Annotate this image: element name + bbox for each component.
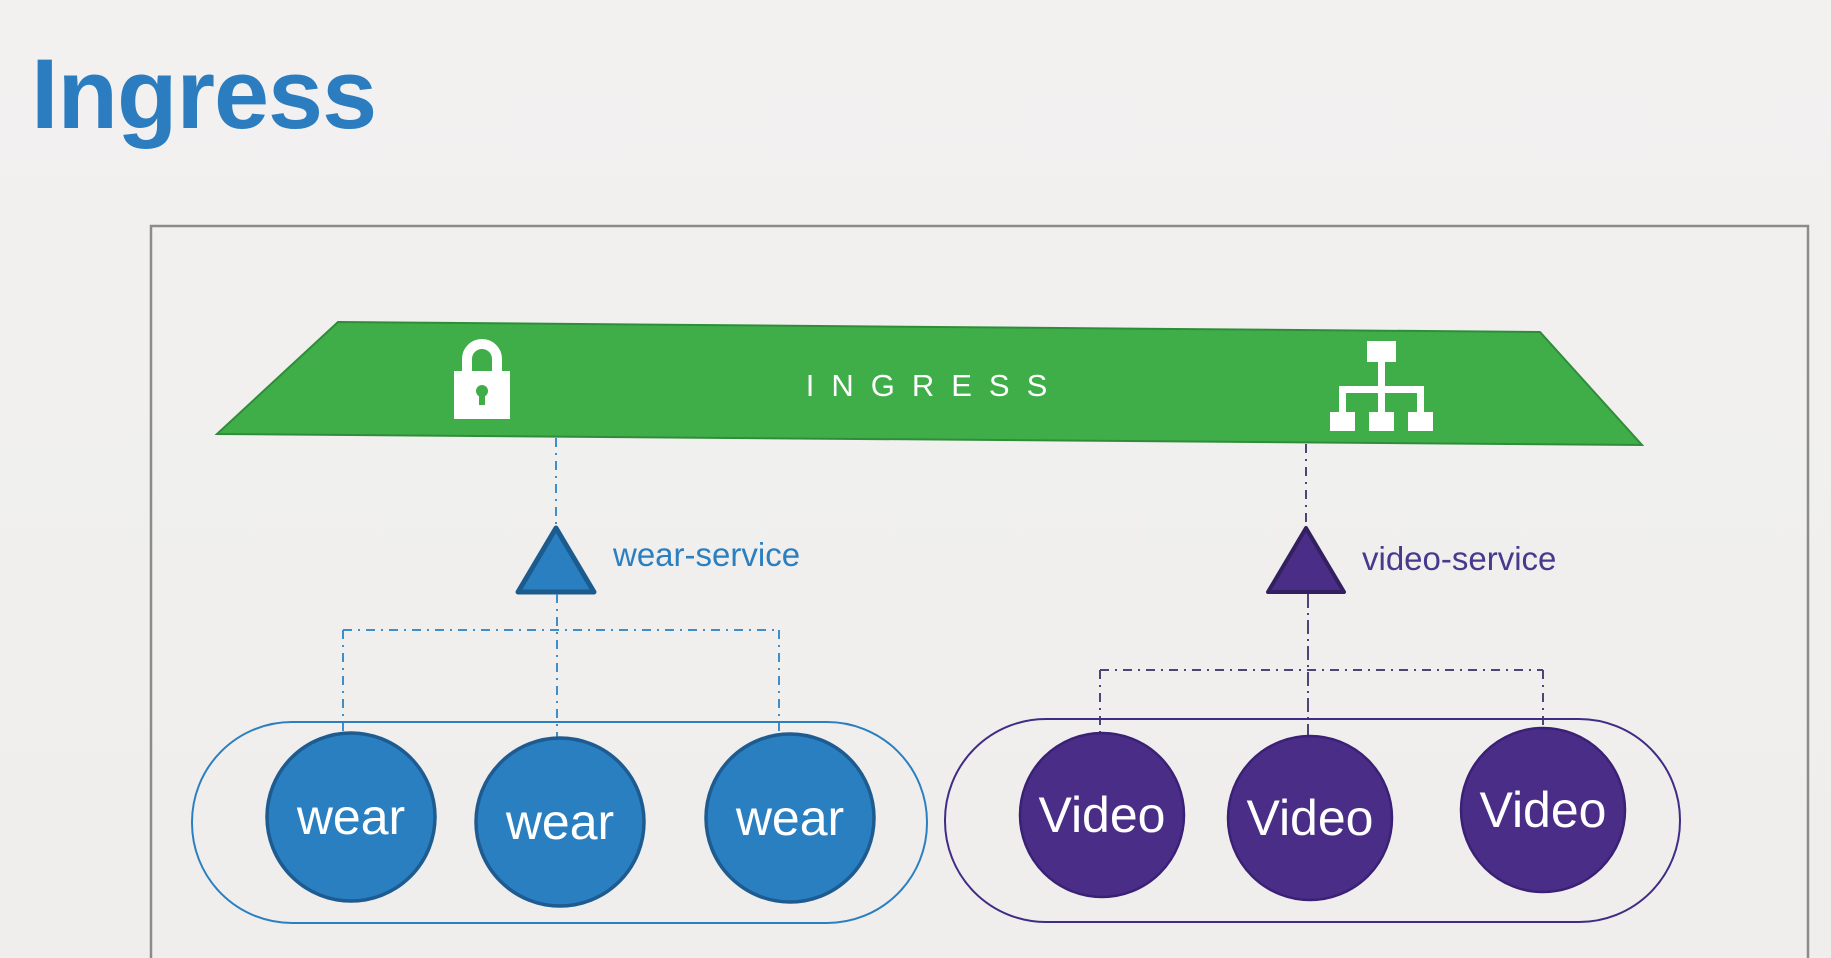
sitemap-leaf-2 <box>1369 412 1394 431</box>
sitemap-root-stem <box>1378 362 1385 390</box>
sitemap-left-stem <box>1339 386 1346 412</box>
video-pod-1-label: Video <box>1039 787 1166 843</box>
video-service-triangle <box>1266 526 1346 594</box>
video-service-group: video-service Video Video Video <box>944 444 1681 923</box>
wear-pod-group <box>191 721 928 924</box>
wear-pod-1 <box>265 731 437 903</box>
ingress-banner-shape <box>214 320 1645 447</box>
video-pod-2 <box>1226 734 1394 902</box>
sitemap-right-stem <box>1417 386 1424 412</box>
wear-pod-2-label: wear <box>505 794 614 850</box>
diagram-frame <box>149 224 1810 958</box>
sitemap-root-node <box>1367 341 1396 362</box>
wear-pod-2 <box>474 736 646 908</box>
video-pod-2-label: Video <box>1247 790 1374 846</box>
lock-keyhole-stem <box>479 393 485 405</box>
wear-service-label: wear-service <box>612 536 800 573</box>
wear-service-group: wear-service wear wear wear <box>191 438 928 924</box>
wear-pod-3-label: wear <box>735 790 844 846</box>
wear-service-triangle <box>515 525 597 595</box>
ingress-banner-label: INGRESS <box>806 368 1065 403</box>
sitemap-leaf-3 <box>1408 412 1433 431</box>
wear-pod-1-label: wear <box>296 789 405 845</box>
video-pod-3-label: Video <box>1480 782 1607 838</box>
wear-pod-3 <box>704 732 876 904</box>
sitemap-leaf-1 <box>1330 412 1355 431</box>
video-service-label: video-service <box>1362 540 1556 577</box>
lock-shackle <box>462 339 502 372</box>
video-pod-1 <box>1018 731 1186 899</box>
lock-icon <box>454 339 510 419</box>
video-pod-group <box>944 718 1681 923</box>
sitemap-mid-stem <box>1378 386 1385 412</box>
ingress-banner: INGRESS <box>214 320 1645 447</box>
slide-title: Ingress <box>31 38 377 149</box>
video-pod-3 <box>1459 726 1627 894</box>
sitemap-icon <box>1330 341 1433 431</box>
